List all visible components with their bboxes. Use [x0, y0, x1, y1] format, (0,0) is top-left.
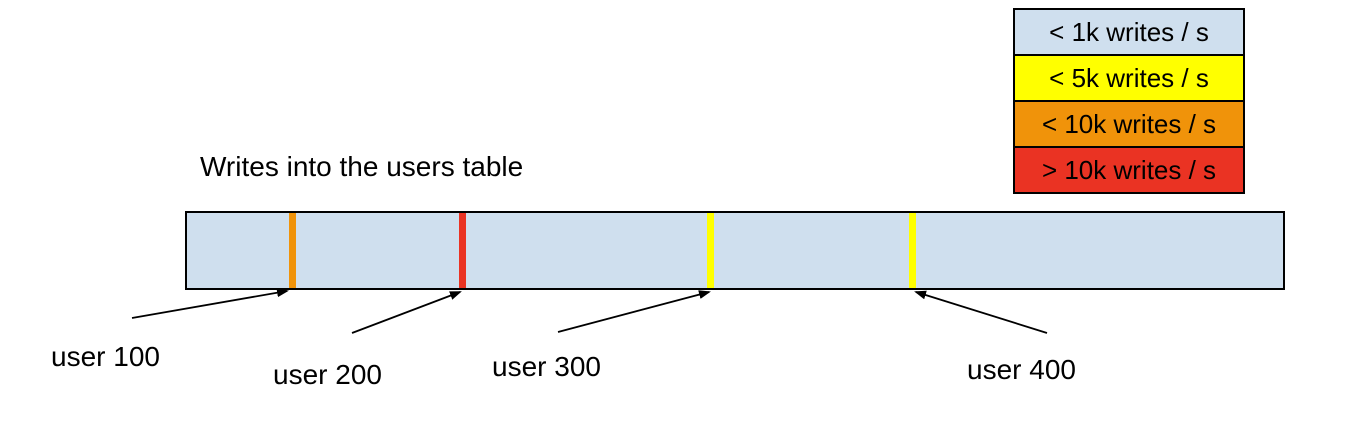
legend-label-lt-5k: < 5k writes / s — [1049, 63, 1209, 93]
legend-row-gt-10k: > 10k writes / s — [1015, 148, 1243, 192]
legend-label-lt-1k: < 1k writes / s — [1049, 17, 1209, 47]
user-400-label: user 400 — [967, 354, 1076, 385]
arrow-user-100 — [131, 288, 289, 319]
legend: < 1k writes / s < 5k writes / s < 10k wr… — [1013, 8, 1245, 194]
legend-label-lt-10k: < 10k writes / s — [1041, 109, 1217, 139]
write-hotspot-user-100 — [289, 213, 296, 288]
legend-row-lt-1k: < 1k writes / s — [1015, 10, 1243, 56]
legend-row-lt-5k: < 5k writes / s — [1015, 56, 1243, 102]
user-200-label: user 200 — [273, 359, 382, 390]
diagram-title: Writes into the users table — [200, 151, 524, 182]
write-hotspot-user-200 — [459, 213, 466, 288]
arrow-user-200 — [351, 291, 462, 334]
arrow-user-400 — [914, 290, 1048, 334]
users-table-bar — [185, 211, 1285, 290]
legend-row-lt-10k: < 10k writes / s — [1015, 102, 1243, 148]
user-300-label: user 300 — [492, 351, 601, 382]
arrow-user-300 — [557, 290, 711, 333]
user-100-label: user 100 — [51, 341, 160, 372]
legend-label-gt-10k: > 10k writes / s — [1041, 155, 1217, 185]
write-hotspot-user-300 — [707, 213, 714, 288]
write-hotspot-user-400 — [909, 213, 916, 288]
